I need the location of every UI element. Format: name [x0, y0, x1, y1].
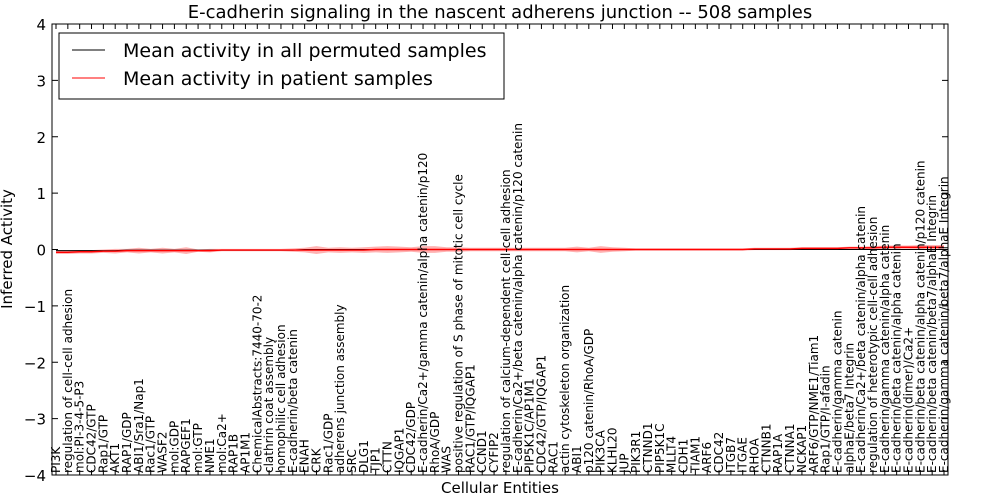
x-tick-label: SRC [345, 449, 359, 473]
x-tick-label: RAP1/GDP [120, 412, 134, 473]
x-tick-label: CDC42/GTP [85, 404, 99, 473]
x-tick-label: adherens junction assembly [333, 304, 347, 473]
x-tick-label: AKT1 [108, 443, 122, 473]
x-tick-label: mol:Ca2+ [215, 413, 229, 473]
x-axis-label: Cellular Entities [441, 479, 559, 497]
x-tick-label: E-cadherin/Ca2+/beta catenin/alpha caten… [511, 123, 525, 473]
series-line-patient [56, 246, 944, 254]
x-tick-label: JUP [617, 453, 631, 474]
y-tick-label: −3 [24, 411, 46, 429]
x-tick-label: E-cadherin/beta catenin/alpha catenin/p1… [913, 160, 927, 473]
x-tick-label: CCND1 [475, 430, 489, 473]
x-tick-label: ITGB7 [724, 437, 738, 473]
x-tick-label: E-cadherin(dimer)/Ca2+ [901, 327, 915, 473]
x-tick-label: ITGAE [736, 437, 750, 473]
x-tick-label: ABI1/Sra1/Nap1 [132, 378, 146, 473]
x-tick-label: regulation of heterotypic cell-cell adhe… [866, 217, 880, 473]
x-tick-label: Rap1/GTP/I-afadin [819, 365, 833, 473]
x-tick-label: ARF6 [700, 442, 714, 473]
x-tick-label: mol:GDP [167, 421, 181, 473]
x-tick-label: Rac1/GTP [144, 416, 158, 473]
x-tick-label: E-cadherin/Ca2+/beta catenin/alpha caten… [854, 206, 868, 473]
y-axis-label: Inferred Activity [0, 189, 16, 309]
x-tick-label: E-cadherin/gamma catenin [830, 311, 844, 474]
x-tick-label: p120 catenin/RhoA/GDP [582, 329, 596, 473]
x-tick-label: clathrin coat assembly [262, 337, 276, 473]
x-tick-label: RAC1/GTP/IQGAP1 [463, 364, 477, 473]
x-tick-label: CTNND1 [641, 422, 655, 473]
x-tick-label: RHOA [748, 437, 762, 473]
x-tick-label: RAPGEF1 [179, 418, 193, 473]
chart-title: E-cadherin signaling in the nascent adhe… [188, 2, 812, 23]
x-tick-label: CTNNA1 [783, 423, 797, 473]
legend-box [58, 32, 505, 100]
x-tick-label: AP1M1 [238, 432, 252, 473]
legend: Mean activity in all permuted samples Me… [58, 32, 505, 100]
x-tick-label: TJP1 [369, 447, 383, 474]
legend-label-permuted: Mean activity in all permuted samples [123, 40, 486, 62]
x-tick-label: CDC42/GDP [404, 402, 418, 473]
x-tick-label: MLLT4 [665, 436, 679, 473]
x-tick-label: actin cytoskeleton organization [558, 285, 572, 473]
x-tick-label: mol:GTP [191, 423, 205, 473]
x-tick-label: E-cadherin/beta catenin/alpha catenin [890, 243, 904, 473]
x-tick-label: ABI1 [570, 445, 584, 473]
x-tick-label: E-cadherin/beta catenin [286, 329, 300, 473]
x-tick-label: TIAM1 [688, 436, 702, 474]
y-tick-label: 0 [36, 242, 46, 260]
x-tick-label: CTNNB1 [759, 423, 773, 473]
x-tick-label: ARF6/GTP/NME1/Tiam1 [807, 335, 821, 473]
x-tick-label: CTTN [381, 441, 395, 473]
x-tick-label: PIK3CA [594, 429, 608, 473]
x-tick-label: positive regulation of S phase of mitoti… [452, 174, 466, 473]
x-tick-label: RAP1A [771, 433, 785, 473]
y-tick-label: 3 [36, 72, 46, 90]
y-tick-label: 4 [36, 16, 46, 34]
x-tick-label: CDC42 [712, 432, 726, 473]
x-tick-label: RhoA/GDP [428, 412, 442, 473]
x-tick-label: WAS [440, 446, 454, 473]
x-tick-label: CYFIP2 [487, 432, 501, 473]
x-tick-label: alphaE/beta7 Integrin [842, 343, 856, 473]
y-tick-label: 1 [36, 185, 46, 203]
x-tick-label: CDH1 [677, 439, 691, 473]
x-tick-label: ChemicalAbstracts:7440-70-2 [250, 295, 264, 473]
x-tick-label: E-cadherin/gamma catenin/alpha catenin [878, 225, 892, 473]
x-tick-label: IQGAP1 [392, 428, 406, 473]
x-tick-label: CRK [309, 447, 323, 473]
x-tick-label: Rac1/GDP [321, 414, 335, 473]
y-tick-label: −1 [24, 298, 46, 316]
x-tick-label: CDC42/GTP/IQGAP1 [534, 355, 548, 473]
x-tick-label: E-cadherin/Ca2+/gamma catenin/alpha cate… [416, 153, 430, 473]
x-tick-label: PIK3R1 [629, 431, 643, 473]
x-tick-label: NCKAP1 [795, 425, 809, 473]
x-tick-label: RAP1B [227, 434, 241, 473]
x-tick-label: PIP5K1C/AP1M1 [523, 378, 537, 473]
x-tick-label: E-cadherin/gamma catenin/beta7/alphaE In… [937, 176, 951, 473]
x-tick-label: homophilic cell adhesion [274, 324, 288, 473]
x-tick-label: PI3K [49, 446, 63, 473]
y-tick-label: 2 [36, 129, 46, 147]
y-tick-label: −4 [24, 467, 46, 485]
x-tick-label: DLG1 [357, 440, 371, 473]
x-tick-label: regulation of cell-cell adhesion [61, 289, 75, 473]
x-tick-label: WASF2 [156, 431, 170, 473]
x-tick-label: PIP5K1C [653, 423, 667, 473]
y-tick-label: −2 [24, 354, 46, 372]
legend-label-patient: Mean activity in patient samples [123, 68, 433, 90]
x-tick-label: regulation of calcium-dependent cell-cel… [499, 169, 513, 473]
x-tick-label: KLHL20 [605, 427, 619, 473]
x-tick-label: ENAH [298, 439, 312, 473]
x-tick-label: RAC1 [546, 441, 560, 473]
x-tick-label: Rap1/GTP [96, 415, 110, 473]
x-tick-label: E-cadherin/beta catenin/beta7/alphaE Int… [925, 195, 939, 473]
x-tick-label: mol:PI-3-4-5-P3 [73, 381, 87, 473]
x-tick-label: NME1 [203, 438, 217, 473]
